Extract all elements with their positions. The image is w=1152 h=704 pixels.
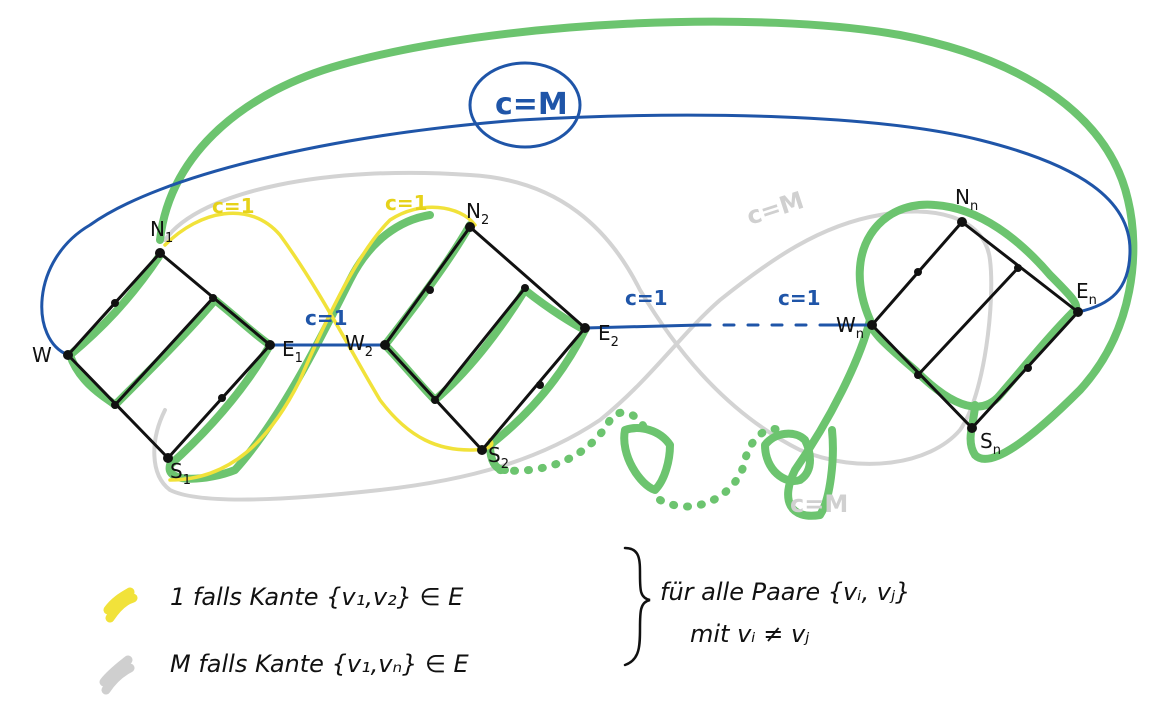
label-s2: S2	[488, 443, 509, 472]
gray-route	[152, 170, 994, 502]
cost-labels: c=M c=1 c=1 c=1 c=1 c=1 c=M c=M	[212, 87, 848, 518]
node-wn	[867, 320, 877, 330]
cost-blue-e2: c=1	[625, 286, 668, 310]
node-n1	[155, 248, 165, 258]
cost-yellow-2: c=1	[385, 191, 428, 215]
node-labels: W N1 E1 S1 W2 N2 E2 S2 Wn Nn En Sn	[32, 185, 1097, 488]
legend-yellow-text: 1 falls Kante {v₁,v₂} ∈ E	[170, 583, 464, 611]
cost-gray-top: c=M	[743, 186, 807, 231]
label-sn: Sn	[980, 429, 1001, 458]
label-w: W	[32, 343, 52, 367]
node-w2	[380, 340, 390, 350]
cost-blue-e1-w2: c=1	[305, 306, 348, 330]
gadget-2	[383, 225, 587, 452]
node-w1	[63, 350, 73, 360]
node-e1	[265, 340, 275, 350]
green-tour	[66, 17, 1138, 520]
cost-gray-bottom: c=M	[790, 490, 848, 518]
legend: 1 falls Kante {v₁,v₂} ∈ E M falls Kante …	[99, 546, 910, 695]
legend-gray-text: M falls Kante {v₁,vₙ} ∈ E	[170, 650, 470, 678]
node-en	[1073, 307, 1083, 317]
green-dotted	[496, 408, 784, 511]
label-wn: Wn	[836, 313, 864, 342]
yellow-route	[163, 205, 494, 482]
node-s1	[163, 453, 173, 463]
label-e1: E1	[282, 337, 303, 366]
legend-right-2: mit vᵢ ≠ vⱼ	[690, 620, 810, 648]
node-n2	[465, 222, 475, 232]
label-s1: S1	[170, 459, 191, 488]
label-en: En	[1076, 279, 1097, 308]
legend-gray-swatch	[99, 655, 135, 695]
label-nn: Nn	[955, 185, 978, 214]
label-n1: N1	[150, 217, 173, 246]
legend-right-1: für alle Paare {vᵢ, vⱼ}	[660, 578, 910, 606]
cost-top-blue: c=M	[495, 87, 568, 122]
node-dots	[63, 217, 1083, 463]
label-e2: E2	[598, 321, 619, 350]
cost-m-ellipse	[468, 61, 582, 149]
cost-yellow-1: c=1	[212, 194, 255, 218]
node-nn	[957, 217, 967, 227]
label-w2: W2	[345, 331, 373, 360]
node-s2	[477, 445, 487, 455]
node-sn	[967, 423, 977, 433]
legend-yellow-swatch	[103, 587, 138, 623]
node-e2	[580, 323, 590, 333]
label-n2: N2	[466, 199, 489, 228]
legend-brace	[623, 546, 651, 667]
blue-edges	[40, 61, 1132, 357]
cost-blue-wn: c=1	[778, 286, 821, 310]
